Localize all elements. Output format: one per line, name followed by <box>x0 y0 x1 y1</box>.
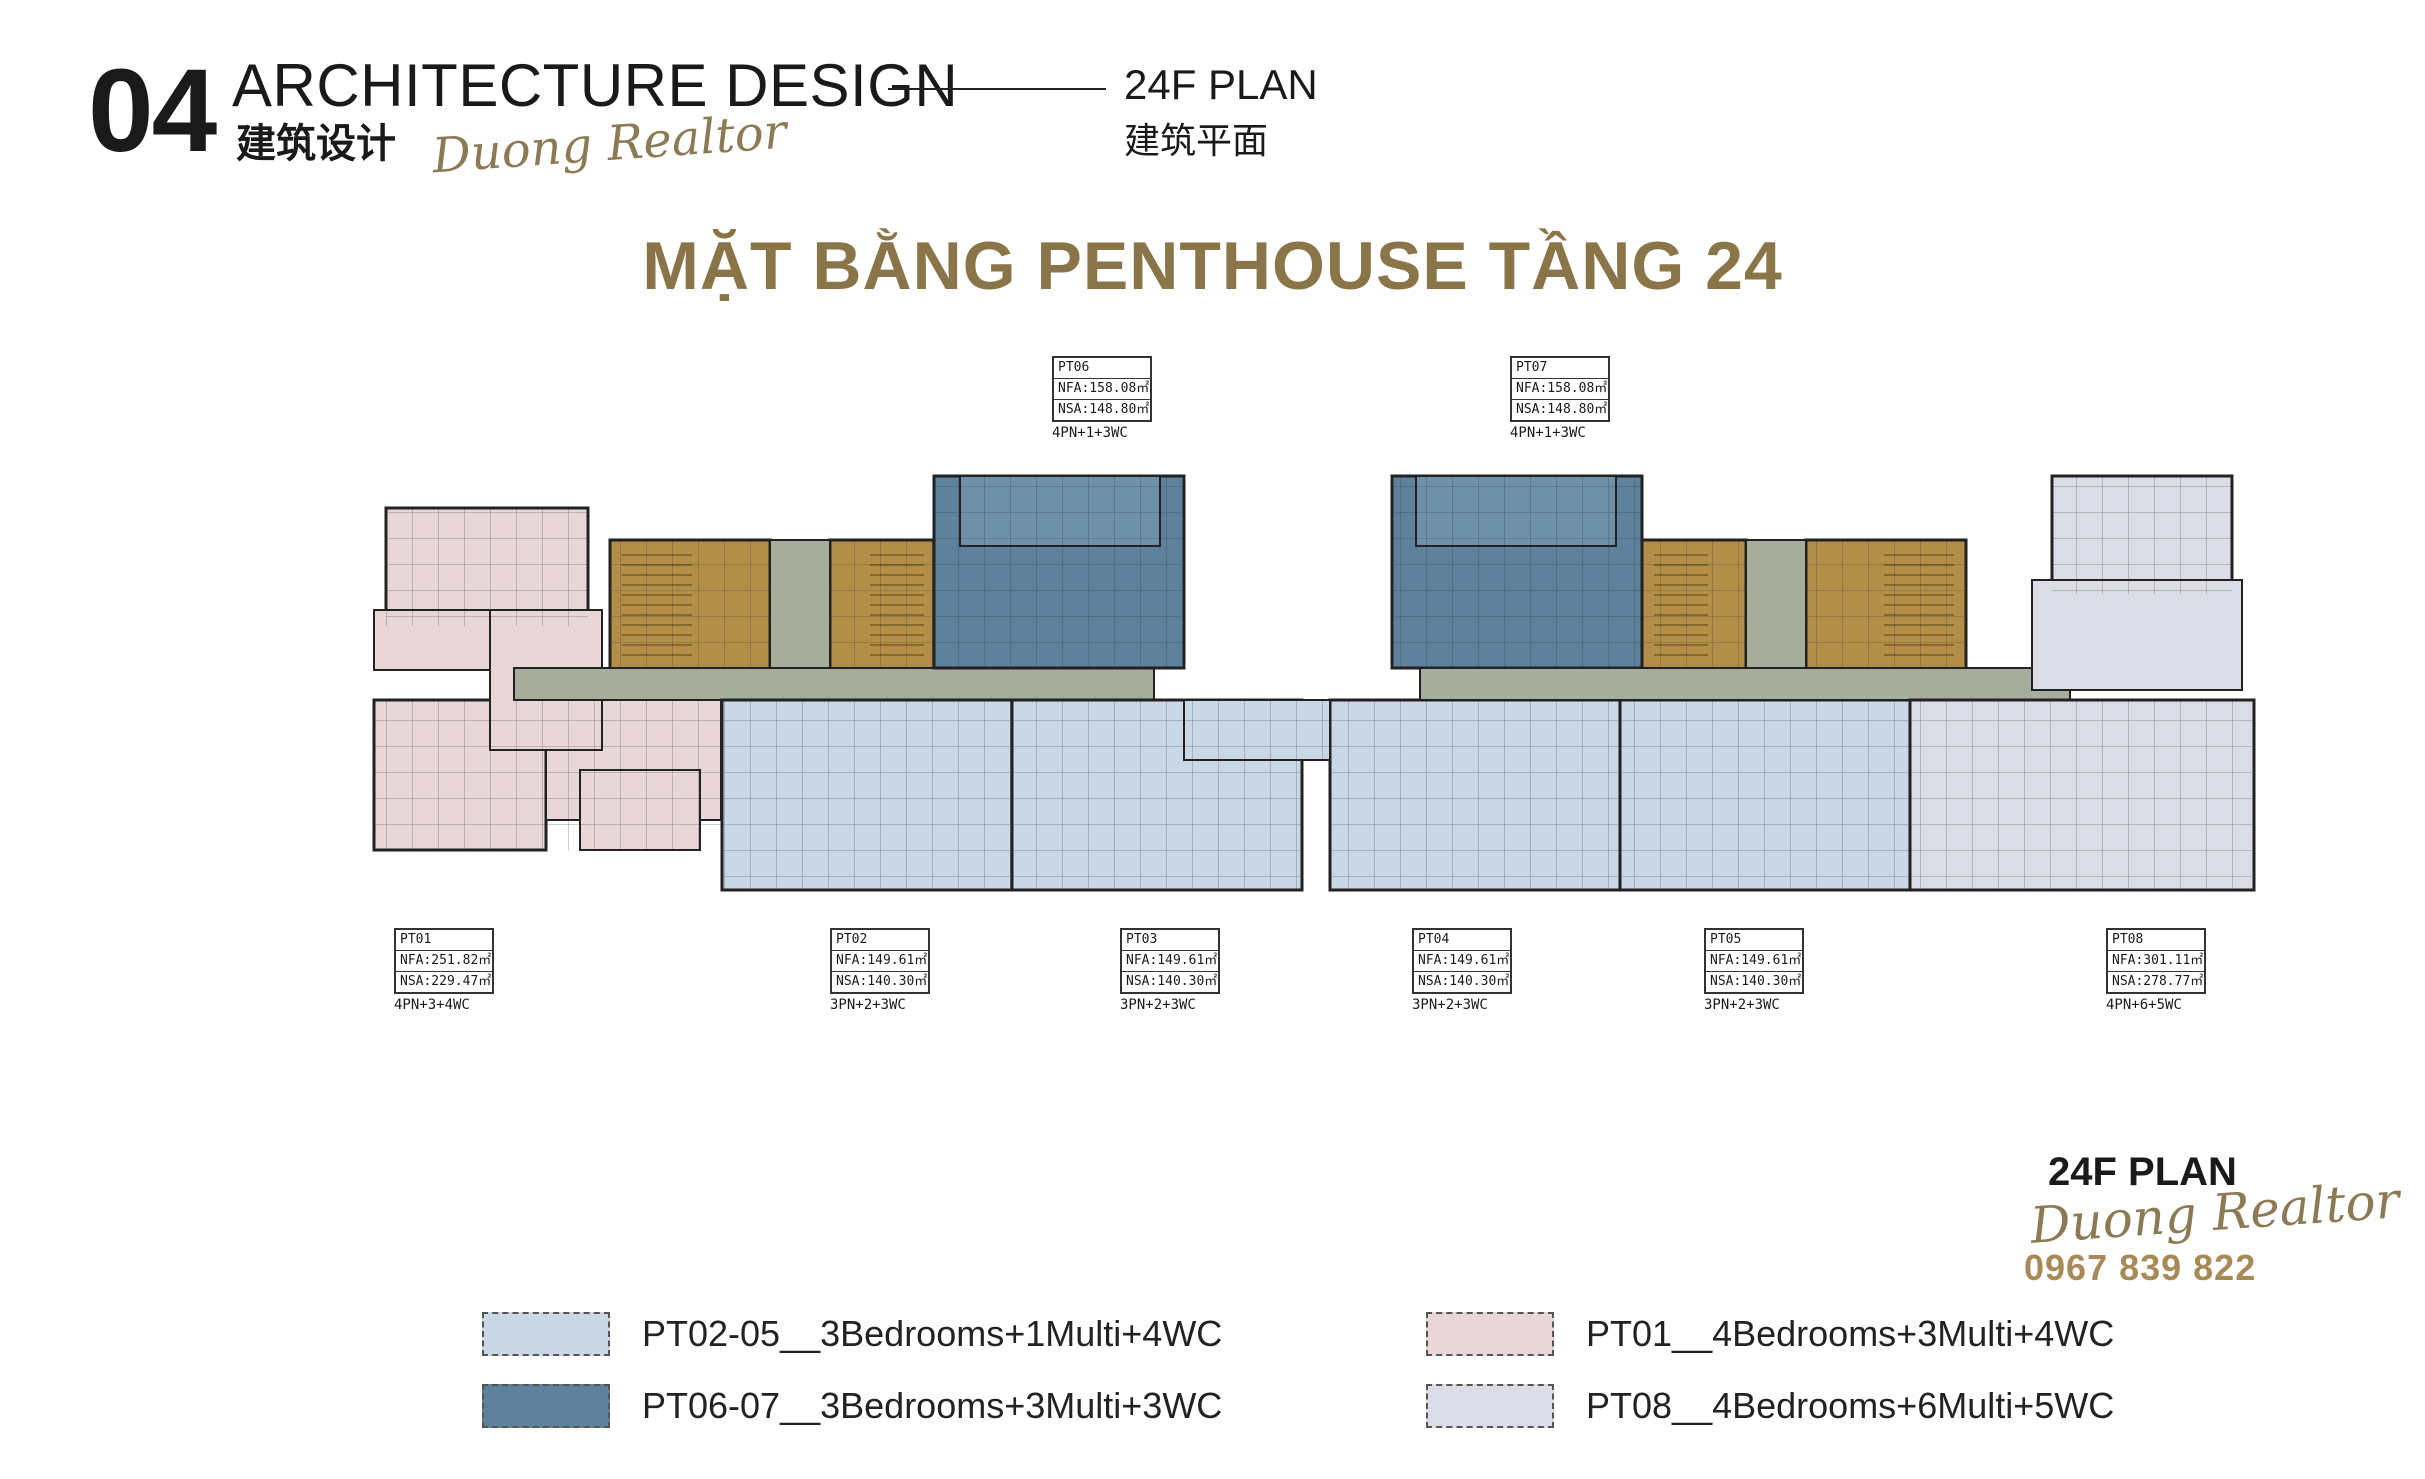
unit-config: 3PN+2+3WC <box>1120 997 1196 1013</box>
plan-label-cn: 建筑平面 <box>1124 121 1269 162</box>
corridor-right <box>1419 667 2071 701</box>
plan-label: 24F PLAN <box>1124 61 1318 108</box>
unit-nfa: NFA:251.82㎡ <box>396 951 492 972</box>
section-subtitle: 建筑设计 <box>236 121 396 167</box>
unit-nfa: NFA:149.61㎡ <box>1414 951 1510 972</box>
unit-config: 4PN+1+3WC <box>1052 425 1128 441</box>
legend-swatch <box>1426 1384 1554 1428</box>
unit-config: 3PN+2+3WC <box>1704 997 1780 1013</box>
legend-item-pt01: PT01__4Bedrooms+3Multi+4WC <box>1426 1312 2186 1360</box>
unit-nsa: NSA:140.30㎡ <box>836 974 928 989</box>
unit-pt07-area <box>1390 474 1644 670</box>
branding-plan-label: 24F PLAN <box>2048 1150 2237 1194</box>
unit-nfa: NFA:149.61㎡ <box>1706 951 1802 972</box>
legend-label: PT06-07__3Bedrooms+3Multi+3WC <box>642 1385 1223 1426</box>
unit-nfa: NFA:301.11㎡ <box>2108 951 2204 972</box>
unit-config: 3PN+2+3WC <box>830 997 906 1013</box>
legend-label: PT08__4Bedrooms+6Multi+5WC <box>1586 1385 2115 1426</box>
unit-config: 4PN+1+3WC <box>1510 425 1586 441</box>
header-divider <box>888 88 1106 90</box>
unit-nfa: NFA:149.61㎡ <box>832 951 928 972</box>
legend-swatch <box>482 1384 610 1428</box>
unit-id: PT02 <box>832 930 928 951</box>
unit-pt04-05-area <box>1328 698 1912 892</box>
unit-config: 4PN+6+5WC <box>2106 997 2182 1013</box>
corridor-right-vertical <box>1745 539 1807 691</box>
corridor-left-vertical <box>769 539 831 691</box>
branding-phone: 0967 839 822 <box>2024 1247 2257 1288</box>
unit-id: PT08 <box>2108 930 2204 951</box>
unit-nsa: NSA:229.47㎡ <box>400 974 492 989</box>
unit-pt01-area <box>372 506 722 852</box>
legend-item-pt06-07: PT06-07__3Bedrooms+3Multi+3WC <box>482 1384 1242 1432</box>
section-title: ARCHITECTURE DESIGN <box>232 52 959 119</box>
legend-swatch <box>1426 1312 1554 1356</box>
floor-plan-diagram <box>372 474 2256 892</box>
legend-item-pt08: PT08__4Bedrooms+6Multi+5WC <box>1426 1384 2186 1432</box>
unit-nsa: NSA:148.80㎡ <box>1516 402 1608 417</box>
unit-id: PT06 <box>1054 358 1150 379</box>
unit-id: PT01 <box>396 930 492 951</box>
legend-label: PT02-05__3Bedrooms+1Multi+4WC <box>642 1313 1223 1354</box>
page-title: MẶT BẰNG PENTHOUSE TẦNG 24 <box>642 228 1783 304</box>
unit-nsa: NSA:140.30㎡ <box>1126 974 1218 989</box>
unit-id: PT07 <box>1512 358 1608 379</box>
legend-swatch <box>482 1312 610 1356</box>
legend-item-pt02-05: PT02-05__3Bedrooms+1Multi+4WC <box>482 1312 1242 1360</box>
corridor-left <box>513 667 1155 701</box>
unit-nsa: NSA:140.30㎡ <box>1710 974 1802 989</box>
unit-config: 4PN+3+4WC <box>394 997 470 1013</box>
unit-nfa: NFA:149.61㎡ <box>1122 951 1218 972</box>
section-number: 04 <box>88 45 217 177</box>
unit-nsa: NSA:278.77㎡ <box>2112 974 2204 989</box>
unit-config: 3PN+2+3WC <box>1412 997 1488 1013</box>
unit-nfa: NFA:158.08㎡ <box>1512 379 1608 400</box>
unit-id: PT05 <box>1706 930 1802 951</box>
unit-nsa: NSA:140.30㎡ <box>1418 974 1510 989</box>
unit-id: PT04 <box>1414 930 1510 951</box>
unit-pt02-03-area <box>720 698 1304 892</box>
unit-nfa: NFA:158.08㎡ <box>1054 379 1150 400</box>
unit-id: PT03 <box>1122 930 1218 951</box>
unit-pt06-area <box>932 474 1186 670</box>
unit-nsa: NSA:148.80㎡ <box>1058 402 1150 417</box>
unit-pt08-area <box>1908 474 2256 892</box>
legend-label: PT01__4Bedrooms+3Multi+4WC <box>1586 1313 2115 1354</box>
